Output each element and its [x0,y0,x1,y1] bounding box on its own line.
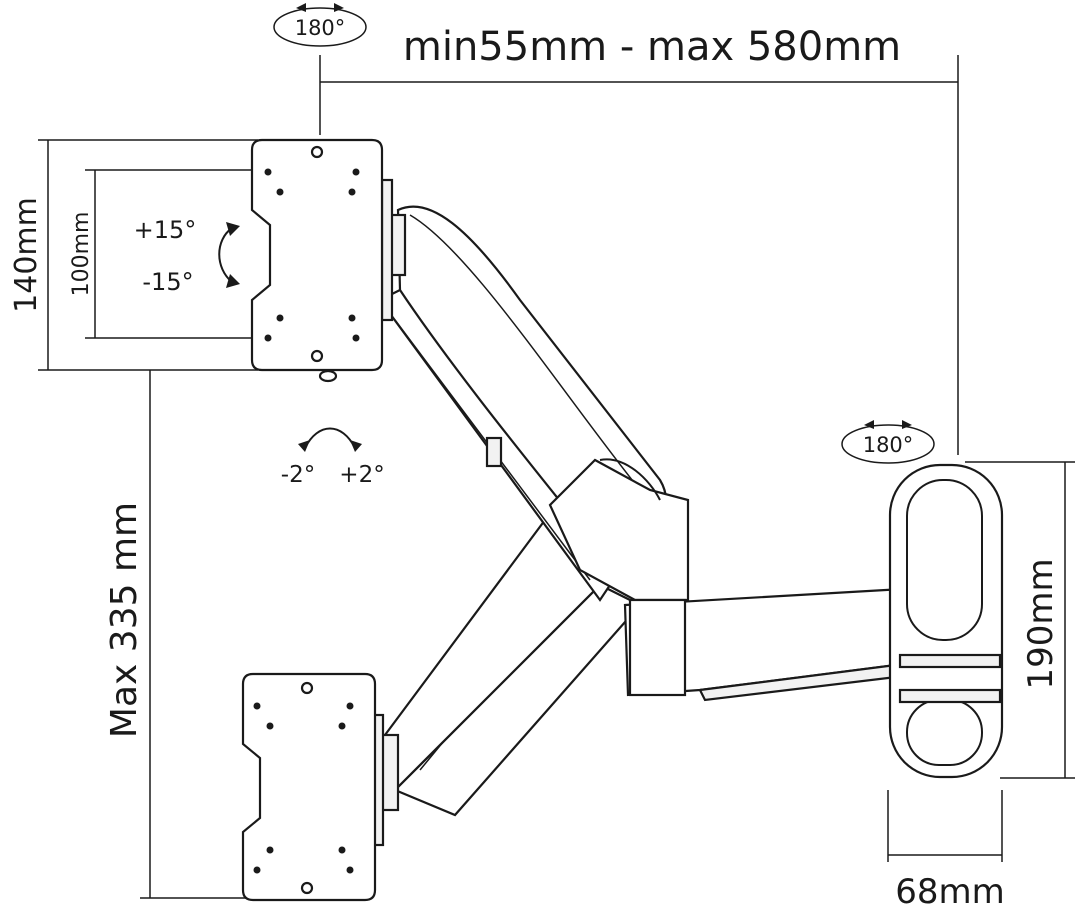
width-range-label: min55mm - max 580mm [403,24,901,70]
roll-arrow-right [350,440,362,452]
dimension-lines [38,55,1075,899]
top-vesa-plate-body [250,138,384,372]
hole-spacing-label: 100mm [69,212,94,297]
roll-arrow-left [298,440,310,452]
tilt-up-label: +15° [134,216,197,244]
roll-right-label: +2° [339,462,384,488]
top-plate-hole-tr2 [348,188,356,196]
bottom-plate-hole-tr2 [338,722,346,730]
lower-arm [383,518,642,817]
top-plate-hole-br2 [348,314,356,322]
wall-swivel-arrow-right [902,420,912,429]
bottom-vesa-plate [241,672,400,902]
forearm-end-block [628,598,687,697]
tilt-arrow-up [226,222,240,236]
bottom-plate-hole-tl2 [266,722,274,730]
top-plate-hole-bl [264,334,272,342]
top-swivel-label: 180° [295,16,346,40]
elbow-top-curve [599,458,661,501]
bottom-plate-hole-br2 [338,846,346,854]
top-swivel-ellipse [273,7,367,47]
top-tilt-bracket [380,178,394,322]
top-swivel-arrow-right [334,3,344,12]
top-plate-screw-top [310,145,324,159]
bottom-plate-hole-br [346,866,354,874]
wall-plate-clamp-top [898,653,1002,669]
tilt-arrow-down [226,274,240,288]
wall-swivel-arrow-left [864,420,874,429]
wall-plate-upper-slot [906,479,983,641]
wall-plate-clamp-bottom [898,688,1002,704]
bottom-vesa-plate-body [241,672,377,902]
top-plate-hole-bl2 [276,314,284,322]
wall-plate-width-label: 68mm [895,872,1005,912]
bottom-plate-hole-bl [253,866,261,874]
tilt-down-label: -15° [142,268,193,296]
top-vesa-plate [250,138,407,383]
tilt-arc [218,227,233,283]
top-swivel-arrow-left [296,3,306,12]
roll-left-label: -2° [281,462,315,488]
wall-plate-height-label: 190mm [1021,558,1061,689]
rotation-symbols [218,3,935,464]
top-plate-knob [318,369,338,383]
bottom-plate-screw-bottom [300,881,314,895]
top-plate-hole-br [352,334,360,342]
top-plate-hole-tl2 [276,188,284,196]
roll-arc [304,427,356,449]
bottom-plate-screw-top [300,681,314,695]
wall-swivel-ellipse [841,424,935,464]
elbow-joint [548,458,690,602]
bottom-plate-hole-tl [253,702,261,710]
wall-swivel-label: 180° [863,433,914,457]
plate-height-label: 140mm [9,197,44,313]
max-drop-label: Max 335 mm [104,502,145,738]
top-plate-hole-tl [264,168,272,176]
top-plate-screw-bottom [310,349,324,363]
top-plate-hole-tr [352,168,360,176]
wall-plate [888,463,1004,779]
bottom-plate-hole-tr [346,702,354,710]
labels: min55mm - max 580mm 180° 180° +15° -15° … [9,16,1061,912]
bottom-plate-hole-bl2 [266,846,274,854]
upper-arm-slot [485,436,503,468]
upper-arm-highlight [409,214,641,491]
